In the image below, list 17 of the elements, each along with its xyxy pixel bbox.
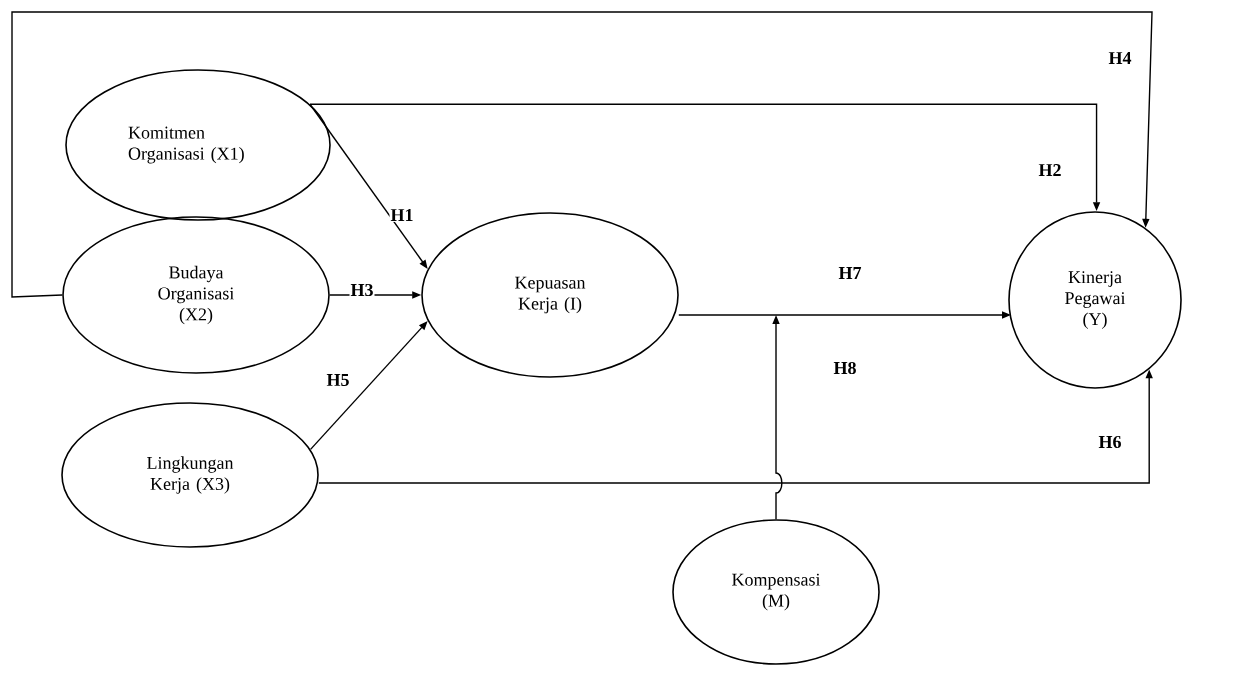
ellipse-node: Budaya Organisasi (X2) bbox=[62, 216, 330, 374]
edge-label: H3 bbox=[349, 282, 375, 298]
edge-label: H7 bbox=[837, 266, 863, 280]
edge-label: H8 bbox=[832, 360, 858, 376]
edge-label: H6 bbox=[1097, 434, 1123, 450]
edge-label: H5 bbox=[325, 373, 351, 387]
edge-label: H2 bbox=[1037, 163, 1063, 177]
ellipse-node: Komitmen Organisasi (X1) bbox=[65, 69, 331, 221]
ellipse-node: Kepuasan Kerja (I) bbox=[421, 212, 679, 378]
edge-label: H1 bbox=[389, 208, 415, 222]
ellipse-node: Kinerja Pegawai (Y) bbox=[1008, 211, 1182, 389]
arrow bbox=[309, 321, 428, 451]
ellipse-node: Lingkungan Kerja (X3) bbox=[61, 402, 319, 548]
edge-label: H4 bbox=[1107, 51, 1133, 65]
ellipse-node: Kompensasi (M) bbox=[672, 519, 880, 665]
arrow bbox=[309, 103, 428, 269]
arrow bbox=[11, 11, 1153, 298]
